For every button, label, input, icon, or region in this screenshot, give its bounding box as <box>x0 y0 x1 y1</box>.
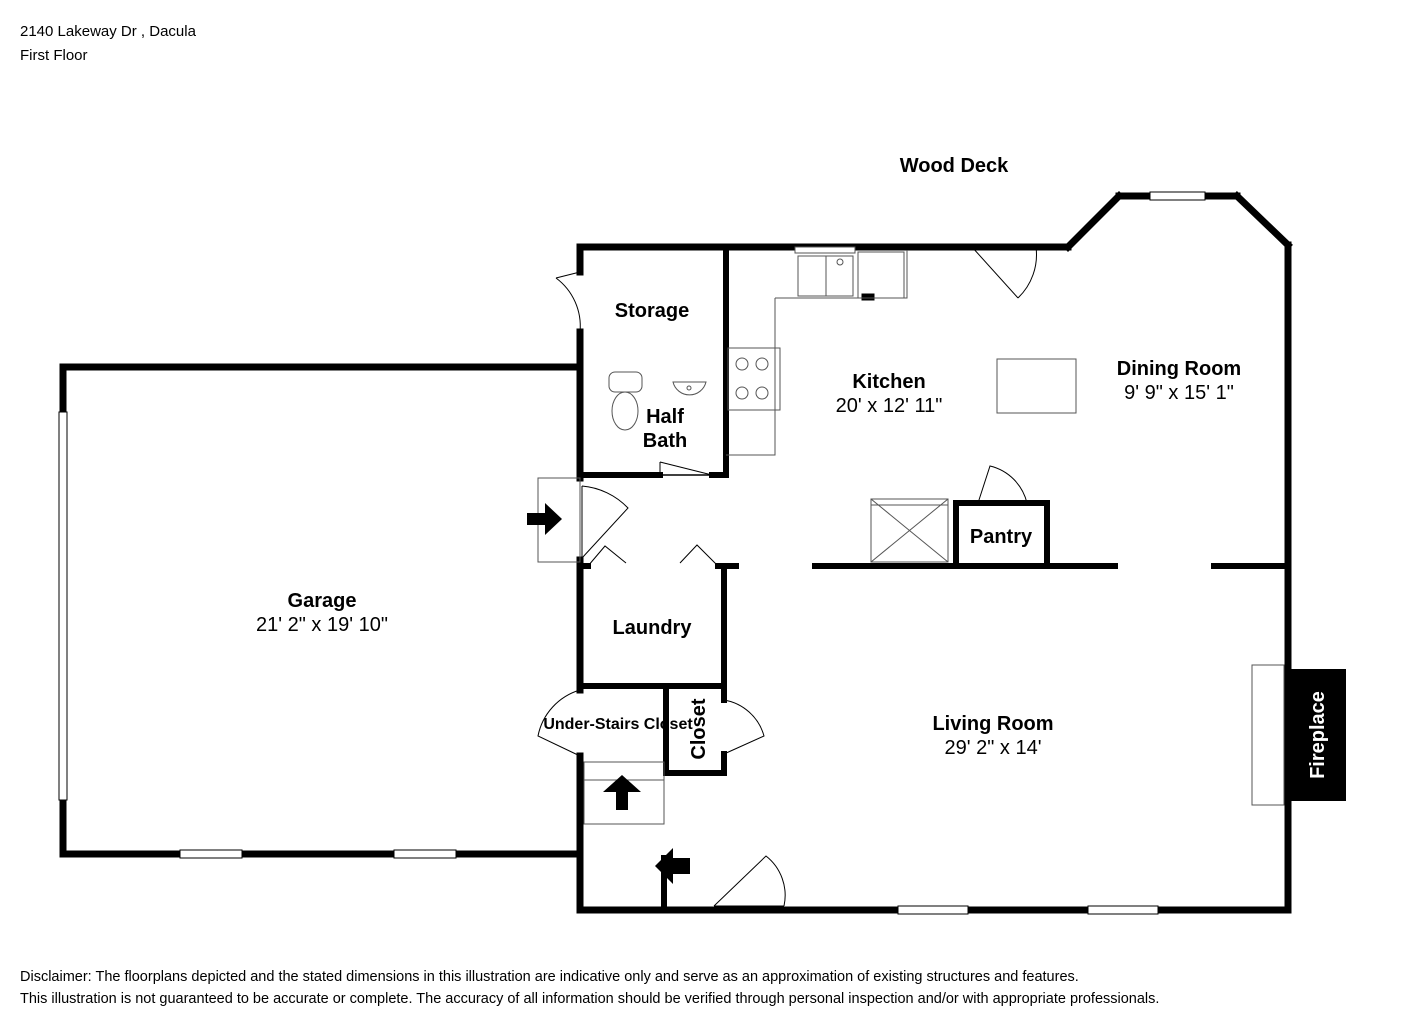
garage-dims: 21' 2" x 19' 10" <box>256 614 388 636</box>
dining-room-dims: 9' 9" x 15' 1" <box>1124 382 1234 404</box>
kitchen-dims: 20' x 12' 11" <box>836 395 943 417</box>
living-room-dims: 29' 2" x 14' <box>944 737 1041 759</box>
arrow-up-icon <box>603 775 641 810</box>
laundry-label: Laundry <box>613 617 693 639</box>
stove-icon <box>727 347 781 411</box>
address-title: 2140 Lakeway Dr , Dacula <box>20 23 196 40</box>
kitchen-island <box>996 358 1077 414</box>
under-stairs-closet-label: Under-Stairs Closet <box>543 716 693 733</box>
living-room-label: Living Room <box>932 713 1053 735</box>
bath-sink-icon <box>672 381 707 396</box>
storage-label: Storage <box>615 300 689 322</box>
fireplace <box>1290 669 1346 801</box>
half-bath-label-2: Bath <box>643 430 687 452</box>
dining-room-label: Dining Room <box>1117 358 1241 380</box>
disclaimer-line-2: This illustration is not guaranteed to b… <box>20 991 1160 1007</box>
kitchen-label: Kitchen <box>852 371 925 393</box>
garage-label: Garage <box>288 590 357 612</box>
refrigerator-icon <box>870 498 949 563</box>
fixtures <box>537 246 1285 825</box>
fireplace-label: Fireplace <box>1307 691 1329 779</box>
pantry-label: Pantry <box>970 526 1033 548</box>
arrow-right-icon <box>527 503 562 535</box>
closet-label: Closet <box>688 698 710 759</box>
disclaimer-line-1: Disclaimer: The floorplans depicted and … <box>20 969 1079 985</box>
toilet-icon <box>608 371 643 393</box>
windows <box>58 191 1281 915</box>
interior-walls <box>577 247 1288 913</box>
floor-label: First Floor <box>20 47 88 64</box>
half-bath-label-1: Half <box>646 406 684 428</box>
arrows <box>527 503 690 884</box>
fireplace-hearth <box>1251 664 1285 806</box>
doors <box>537 246 1037 907</box>
arrow-left-icon <box>655 848 690 884</box>
wood-deck-label: Wood Deck <box>900 155 1009 177</box>
stairs <box>583 761 665 825</box>
